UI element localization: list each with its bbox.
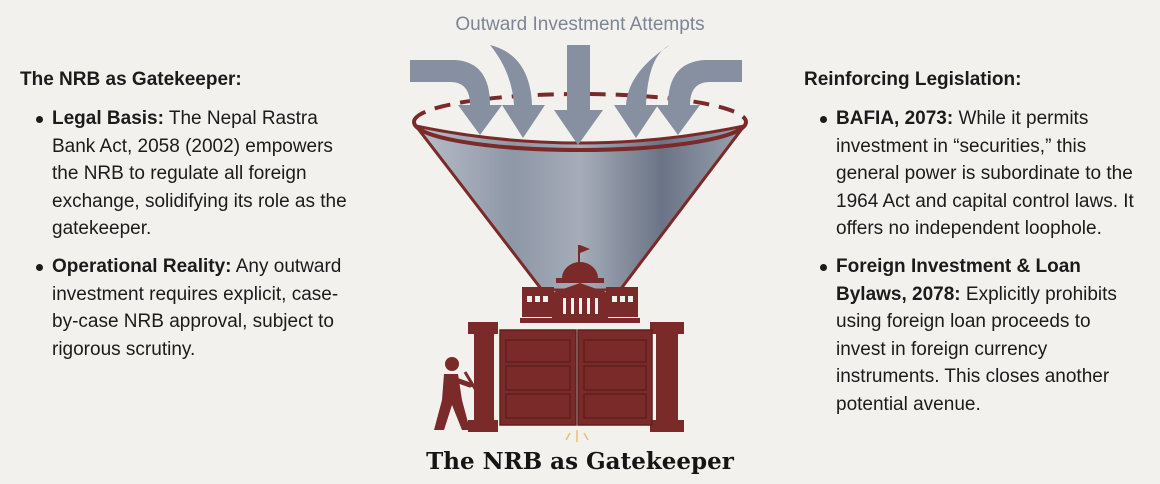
bullet-term: BAFIA, 2073: [836,108,954,129]
funnel-input-label: Outward Investment Attempts [455,14,705,35]
right-heading: Reinforcing Legislation: [804,69,1022,90]
bullet-legal-basis: Legal Basis: The Nepal Rastra Bank Act, … [36,105,360,243]
right-column: Reinforcing Legislation: BAFIA, 2073: Wh… [804,66,1134,429]
arrow-icon [490,45,545,138]
bullet-text: While it permits investment in “securiti… [836,108,1134,240]
funnel-rim-front [412,121,748,152]
illustration-title: The NRB as Gatekeeper [426,448,734,475]
bullet-operational-reality: Operational Reality: Any outward investm… [36,253,360,363]
left-column: The NRB as Gatekeeper: Legal Basis: The … [20,66,360,373]
left-heading: The NRB as Gatekeeper: [20,69,242,90]
bullet-term: Operational Reality: [52,255,232,277]
arrow-icon [614,45,670,138]
bullet-text: Explicitly prohibits using foreign loan … [836,283,1117,415]
bullet-term: Legal Basis: [52,108,164,129]
arrow-icon [554,45,603,145]
inflow-arrows [410,45,742,145]
funnel-rim-back [412,92,748,123]
gate-door-left [499,329,577,426]
arrow-icon [656,60,742,135]
central-bank-building-icon [520,245,640,323]
bullet-bafia: BAFIA, 2073: While it permits investment… [820,105,1134,243]
person-with-key-icon [434,357,492,430]
bullet-term: Foreign Investment & Loan Bylaws, 2078: [836,255,1081,305]
bullet-text: Any outward investment requires explicit… [52,255,342,360]
gate-door-right [577,329,653,426]
light-spark [565,430,589,442]
arrow-icon [410,60,502,135]
vault-gate [468,322,684,432]
bullet-bylaws: Foreign Investment & Loan Bylaws, 2078: … [820,253,1134,419]
bullet-text: The Nepal Rastra Bank Act, 2058 (2002) e… [52,108,347,240]
